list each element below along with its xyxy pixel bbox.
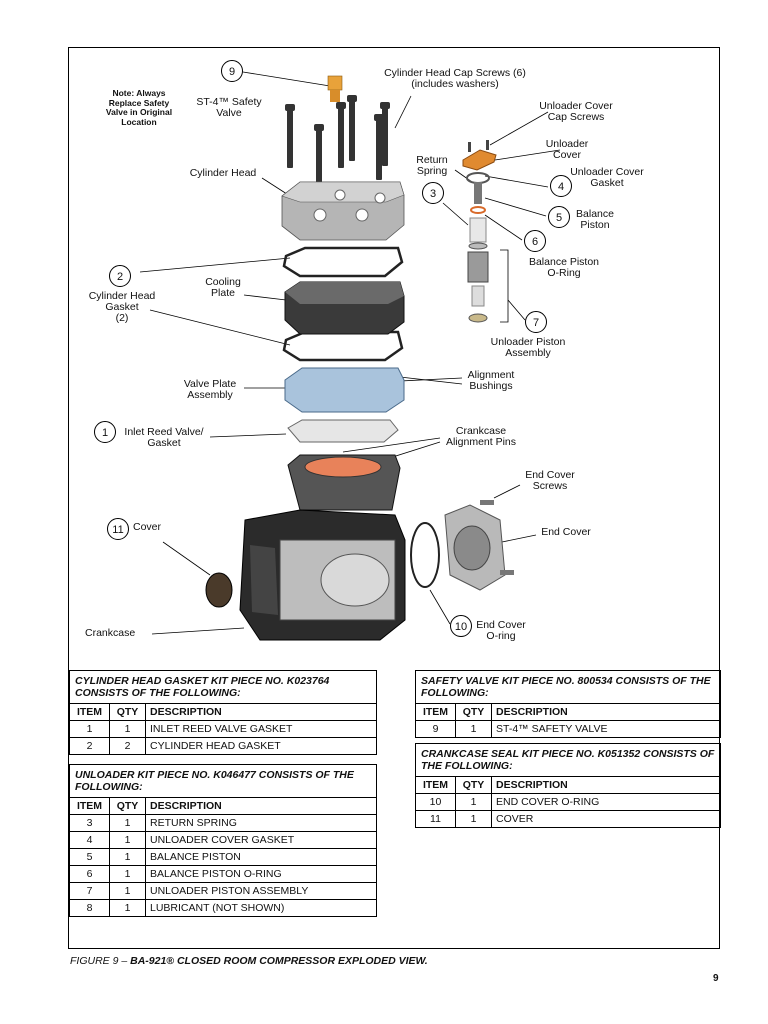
callout-2: 2 <box>109 265 131 287</box>
col-qty: QTY <box>455 776 492 794</box>
col-desc: DESCRIPTION <box>491 703 721 721</box>
label-crankcase: Crankcase <box>85 627 136 639</box>
col-desc: DESCRIPTION <box>145 703 377 721</box>
col-item: ITEM <box>69 703 110 721</box>
figure-caption: FIGURE 9 – BA-921® CLOSED ROOM COMPRESSO… <box>70 955 428 967</box>
safety-kit-title: SAFETY VALVE KIT PIECE NO. 800534 CONSIS… <box>415 670 721 704</box>
col-item: ITEM <box>415 703 456 721</box>
col-qty: QTY <box>109 703 146 721</box>
label-cover: Cover <box>133 521 162 533</box>
safety-kit-table: SAFETY VALVE KIT PIECE NO. 800534 CONSIS… <box>415 670 721 738</box>
callout-11: 11 <box>107 518 129 540</box>
callout-6: 6 <box>524 230 546 252</box>
label-cap-screws: Cylinder Head Cap Screws (6)(includes wa… <box>384 67 526 90</box>
label-cylinder-head: Cylinder Head <box>189 167 257 179</box>
cylinder-head-part <box>281 181 405 241</box>
gasket-kit-table: CYLINDER HEAD GASKET KIT PIECE NO. K0237… <box>69 670 377 755</box>
unloader-kit-title: UNLOADER KIT PIECE NO. K046477 CONSISTS … <box>69 764 377 798</box>
callout-1: 1 <box>94 421 116 443</box>
end-cover-part <box>444 500 514 591</box>
cooling-plate-part <box>284 281 405 335</box>
col-qty: QTY <box>455 703 492 721</box>
col-qty: QTY <box>109 797 146 815</box>
col-desc: DESCRIPTION <box>491 776 721 794</box>
callout-4: 4 <box>550 175 572 197</box>
callout-10: 10 <box>450 615 472 637</box>
page-number: 9 <box>713 973 719 984</box>
col-item: ITEM <box>415 776 456 794</box>
unloader-kit-table: UNLOADER KIT PIECE NO. K046477 CONSISTS … <box>69 764 377 917</box>
seal-kit-table: CRANKCASE SEAL KIT PIECE NO. K051352 CON… <box>415 743 721 828</box>
crankcase-part <box>239 454 406 641</box>
safety-valve-part <box>327 75 343 102</box>
unloader-assembly-part <box>462 140 497 323</box>
callout-7: 7 <box>525 311 547 333</box>
callout-3: 3 <box>422 182 444 204</box>
valve-plate-part <box>284 367 405 413</box>
gasket-kit-title: CYLINDER HEAD GASKET KIT PIECE NO. K0237… <box>69 670 377 704</box>
col-item: ITEM <box>69 797 110 815</box>
callout-9: 9 <box>221 60 243 82</box>
callout-5: 5 <box>548 206 570 228</box>
label-inlet-reed: Inlet Reed Valve/Gasket <box>124 426 204 449</box>
label-end-cover: End Cover <box>541 526 591 538</box>
col-desc: DESCRIPTION <box>145 797 377 815</box>
seal-kit-title: CRANKCASE SEAL KIT PIECE NO. K051352 CON… <box>415 743 721 777</box>
figure-frame <box>68 47 720 949</box>
